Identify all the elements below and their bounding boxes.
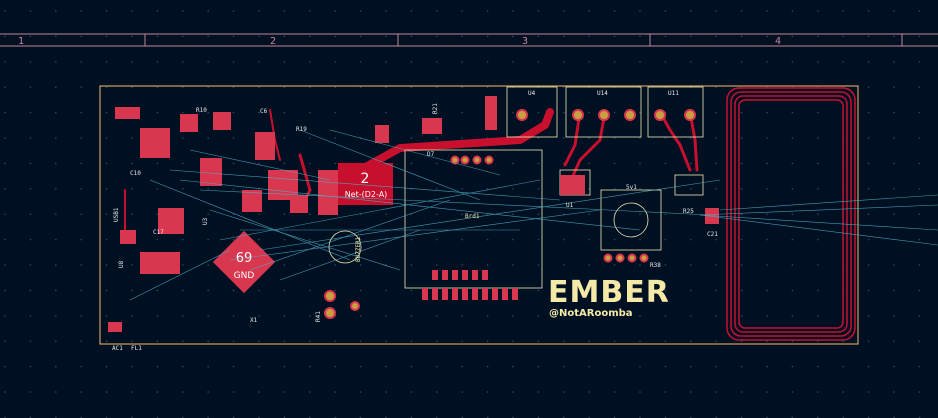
- ref-u11: U11: [668, 90, 679, 97]
- net-pad-number: 2: [361, 171, 370, 187]
- sheet-ruler: 1 2 3 4: [0, 33, 938, 47]
- ruler-zone-1: 1: [18, 36, 24, 47]
- ref-usb1: USB1: [113, 207, 120, 222]
- reference-designators: U4 U14 U11 R10 C6 R19 D7 R21 Brd1 USB1 C…: [112, 90, 718, 352]
- ruler-zone-3: 3: [522, 36, 528, 47]
- through-hole-pads[interactable]: [324, 109, 696, 319]
- ref-u4: U4: [528, 90, 536, 97]
- ref-c10: C10: [130, 170, 141, 177]
- smd-components[interactable]: [108, 96, 719, 332]
- ref-r21: R21: [432, 103, 439, 114]
- ref-r19: R19: [296, 126, 307, 133]
- ref-ac1: AC1: [112, 345, 123, 352]
- ref-5v1: 5v1: [626, 184, 637, 191]
- ref-u14: U14: [597, 90, 608, 97]
- ref-buzzer: BUZZER1: [355, 236, 362, 262]
- ref-r38: R38: [650, 262, 661, 269]
- ref-x1: X1: [250, 317, 258, 324]
- resistor-array[interactable]: [422, 270, 518, 300]
- net-pad-name: Net-(D2-A): [345, 190, 388, 199]
- ref-r10: R10: [196, 107, 207, 114]
- ruler-zone-2: 2: [270, 36, 276, 47]
- ref-u3: U3: [202, 217, 209, 225]
- gnd-pad-number: 69: [236, 251, 253, 266]
- ref-d7: D7: [427, 151, 435, 158]
- board-outline[interactable]: [99, 85, 859, 345]
- gnd-pad[interactable]: 69 GND: [212, 230, 276, 294]
- copper-traces[interactable]: [124, 108, 699, 236]
- ratsnest: [129, 129, 938, 301]
- ruler-zone-4: 4: [775, 36, 781, 47]
- ref-u8: U8: [118, 260, 125, 268]
- board-author: @NotARoomba: [549, 308, 633, 319]
- ref-brd1: Brd1: [465, 213, 480, 220]
- net-pad-d2a[interactable]: 2 Net-(D2-A): [338, 163, 393, 205]
- ref-u1: U1: [566, 202, 574, 209]
- ref-c21: C21: [707, 231, 718, 238]
- ref-fl1: FL1: [131, 345, 142, 352]
- ref-c6: C6: [260, 108, 268, 115]
- ref-r25: R25: [683, 208, 694, 215]
- gnd-pad-name: GND: [234, 271, 255, 281]
- ref-c17: C17: [153, 229, 164, 236]
- ref-r41: R41: [315, 311, 322, 322]
- board-logo: EMBER: [548, 275, 670, 310]
